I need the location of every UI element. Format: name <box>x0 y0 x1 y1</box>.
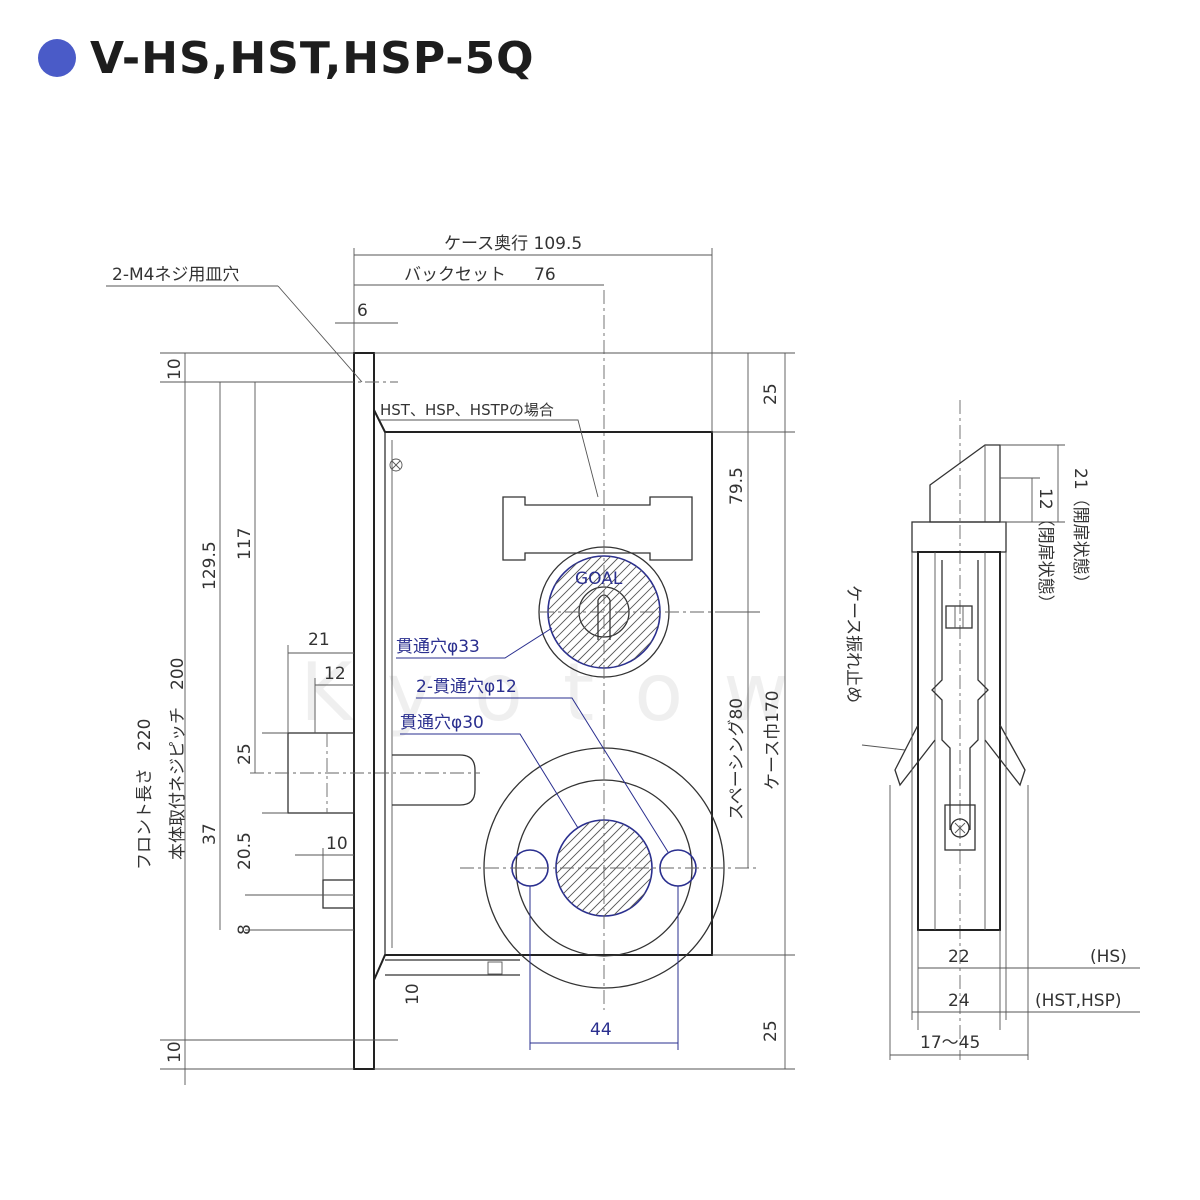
dim-8: 8 <box>235 924 255 935</box>
side-trim-top <box>929 444 1001 523</box>
dim-10-inner: 10 <box>403 983 423 1005</box>
side-label-hs: (HS) <box>1090 947 1127 967</box>
dim-117: 117 <box>235 528 255 560</box>
spacing-label: スペーシング80 <box>727 698 747 820</box>
side-dim-21-label: 21（開扉状態） <box>1070 468 1090 592</box>
dim-20-5: 20.5 <box>235 832 255 870</box>
dim-25-left: 25 <box>235 743 255 765</box>
dim-21-latch: 21 <box>308 630 330 650</box>
screw-icon <box>389 458 403 472</box>
case-depth-label: ケース奥行 109.5 <box>444 234 582 254</box>
side-mechanism <box>931 560 989 830</box>
case-body <box>373 409 713 981</box>
hole-12-label: 2-貫通穴φ12 <box>416 677 517 697</box>
backset-label: バックセット <box>404 265 506 285</box>
side-door-range-label: 17～45 <box>920 1033 980 1053</box>
spindle-hatch <box>556 820 652 916</box>
dim-6: 6 <box>357 301 368 321</box>
dim-25-right-top: 25 <box>761 383 781 405</box>
side-label-hst: (HST,HSP) <box>1035 991 1121 1011</box>
mount-pitch-label: 本体取付ネジピッチ 200 <box>168 658 188 860</box>
side-dim-12-label: 12（閉扉状態） <box>1035 488 1055 612</box>
upper-bolt-mechanism <box>502 496 693 561</box>
backset-value: 76 <box>534 265 556 285</box>
side-view: 21（開扉状態） 12（閉扉状態） ケース振れ止め 22 (HS) 24 (HS… <box>843 400 1140 1060</box>
side-front-plate <box>911 521 1007 553</box>
dim-44-label: 44 <box>590 1020 612 1040</box>
dim-37: 37 <box>200 823 220 845</box>
page-title: V-HS,HST,HSP-5Q <box>38 28 535 88</box>
watermark: Kyotow <box>300 646 829 739</box>
anti-rattle-label: ケース振れ止め <box>843 585 863 703</box>
hole-30-label: 貫通穴φ30 <box>400 713 484 733</box>
anti-rattle-left <box>894 724 936 787</box>
case-width-label: ケース巾170 <box>763 690 783 790</box>
title-text: V-HS,HST,HSP-5Q <box>90 32 535 84</box>
front-length-label: フロント長さ 220 <box>135 719 155 870</box>
auxiliary-latch <box>322 879 355 909</box>
side-screw-block <box>944 804 976 851</box>
dim-25-right-bottom: 25 <box>761 1020 781 1042</box>
front-plate <box>353 352 375 1070</box>
variant-note: HST、HSP、HSTPの場合 <box>380 401 554 419</box>
anti-rattle-right <box>984 724 1026 787</box>
side-dim-24-label: 24 <box>948 991 970 1011</box>
dim-10-bottom: 10 <box>165 1041 185 1063</box>
side-screw-icon <box>950 818 970 838</box>
dim-10-latch: 10 <box>326 834 348 854</box>
side-case <box>917 551 1001 931</box>
dim-79-5: 79.5 <box>727 467 747 505</box>
dim-12-latch: 12 <box>324 664 346 684</box>
dim-10-top: 10 <box>165 358 185 380</box>
cylinder-brand: GOAL <box>575 569 623 589</box>
side-dim-22-label: 22 <box>948 947 970 967</box>
latch-slot <box>392 754 476 806</box>
title-bullet-icon <box>38 39 76 77</box>
dim-129-5: 129.5 <box>200 541 220 590</box>
hole-33-label: 貫通穴φ33 <box>396 637 480 657</box>
screw-hole-label: 2-M4ネジ用皿穴 <box>112 265 239 285</box>
